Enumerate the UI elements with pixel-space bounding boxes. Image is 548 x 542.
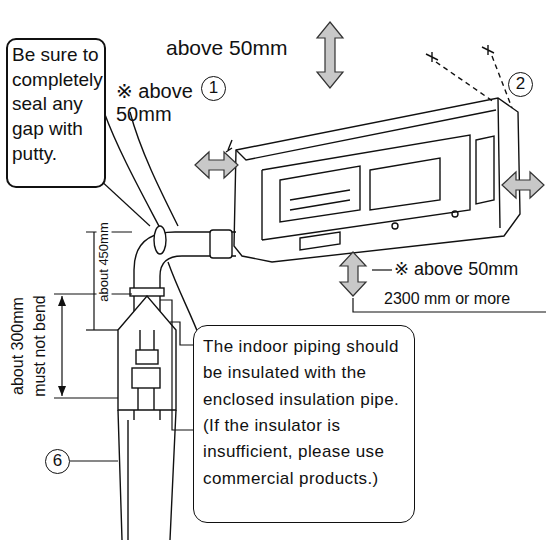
leader-line [93,232,94,330]
leader-line [54,397,118,398]
clearance-label: ※ above 50mm [394,259,518,280]
pipe-collar [210,230,232,258]
leader-line [98,178,150,226]
insulation-pipe [118,296,176,410]
illustration-part [104,22,544,540]
instruction-box: The indoor piping should be insulated wi… [193,325,415,523]
note-box: Be sure to completely seal any gap with … [6,38,106,188]
unit-edge [236,98,500,228]
unit-side [476,136,494,204]
dimension-label: about 450mm [97,220,112,304]
dimension-label: about 300mm [9,295,27,397]
pipe-line [140,330,154,350]
flare-nut [136,350,158,364]
unit-back-panel [262,135,470,240]
leader-line [160,300,193,430]
plate-slot [290,190,350,210]
dimension-label: must not bend [31,293,49,398]
clearance-label: above 50mm [166,36,287,60]
connection-pipe [118,410,176,540]
callout-number: 1 [201,76,226,101]
leader-line [86,329,118,330]
unit-hole [452,211,458,217]
note-text: The indoor piping should be insulated wi… [203,334,405,492]
leader-line [372,269,392,270]
screw [426,45,494,62]
indoor-unit-body [234,98,520,262]
clearance-arrow [502,172,544,198]
leader-line [61,296,62,396]
clearance-label: ※ above 50mm [116,80,204,126]
screw-guide [436,56,512,108]
leader-line [170,322,193,345]
leader-line [54,293,132,294]
flare-nut [132,368,160,388]
dimension-arrowhead [58,386,66,396]
clearance-arrow [195,152,238,178]
clearance-label: 2300 mm or more [384,290,510,308]
callout-number: 6 [45,449,70,474]
callout-number: 2 [508,72,533,97]
clearance-arrow [340,252,366,296]
unit-detail [226,140,232,152]
dimension-arrowhead [58,296,66,306]
mounting-plate [280,166,360,222]
unit-hole [392,223,398,229]
leader-line [70,460,118,461]
wall-sleeve [154,226,166,254]
clearance-arrow [317,22,343,88]
note-text: Be sure to completely seal any gap with … [12,43,100,166]
pipe-line [138,388,154,410]
wall-line [130,112,178,226]
illustration-part [195,22,544,296]
unit-recess [370,158,440,210]
unit-recess [300,232,340,250]
pipe-tape [130,288,164,296]
